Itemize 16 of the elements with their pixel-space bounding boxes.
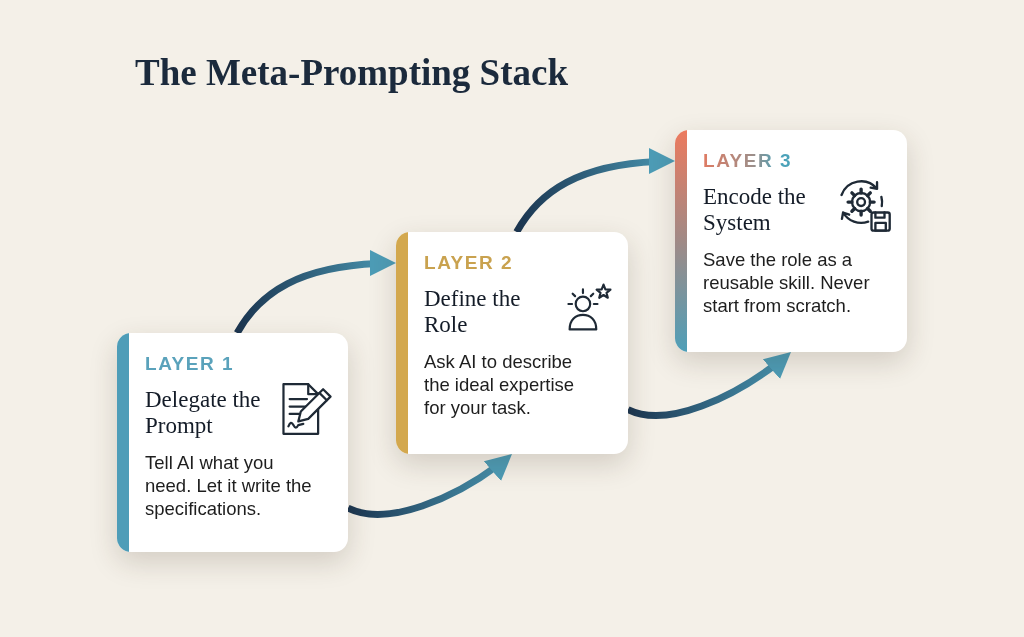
- curved-arrow: [234, 250, 397, 335]
- layer-label: LAYER 1: [145, 353, 235, 375]
- layer-card: [117, 333, 348, 552]
- layer-card: [396, 232, 628, 454]
- curved-arrow: [513, 148, 676, 234]
- curved-arrow: [346, 451, 515, 518]
- card-description: Ask AI to describe the ideal expertise for your task.: [424, 350, 576, 419]
- diagram-title: The Meta-Prompting Stack: [135, 52, 568, 94]
- card-heading: Define the Role: [424, 286, 522, 338]
- layer-label: LAYER 2: [424, 252, 514, 274]
- card-heading: Encode the System: [703, 184, 807, 236]
- layer-card: [675, 130, 907, 352]
- card-heading: Delegate the Prompt: [145, 387, 262, 439]
- card-description: Tell AI what you need. Let it write the specifications.: [145, 451, 313, 520]
- curved-arrow: [626, 349, 794, 419]
- card-description: Save the role as a reusable skill. Never start from scratch.: [703, 248, 871, 317]
